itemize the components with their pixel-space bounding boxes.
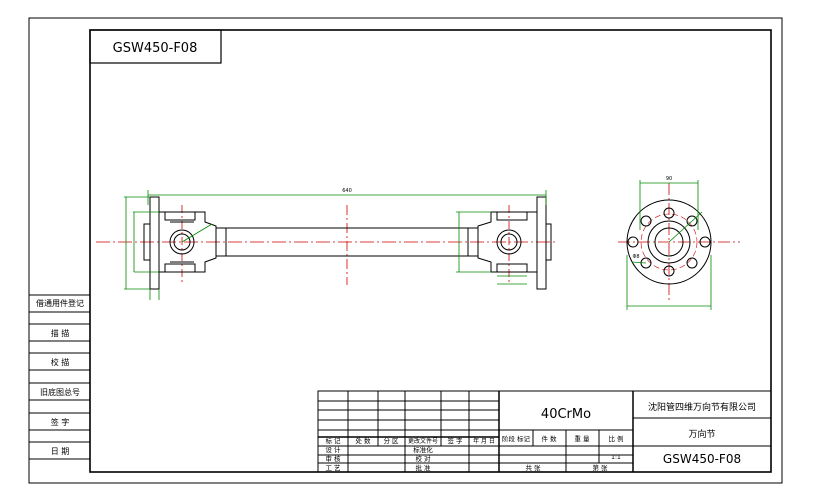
dim-flange-diameter: 90 (666, 176, 672, 182)
title-block-labels: 标 记 处 数 分 区 更改文件号 签 字 年 月 日 设 计 标准化 审 核 … (325, 401, 756, 472)
tb-stage-mark: 阶段 标记 (502, 434, 531, 443)
tb-zone: 分 区 (383, 436, 399, 445)
tb-ymd: 年 月 日 (473, 437, 495, 445)
tb-proof: 校 对 (415, 454, 431, 463)
tb-weight: 重 量 (574, 435, 590, 443)
dimension-lines (124, 190, 547, 300)
shaft-side-view (96, 196, 556, 290)
tb-craft: 工 艺 (325, 464, 341, 472)
tb-scale: 1:1 (611, 454, 621, 461)
tb-sheet-no: 第 张 (592, 463, 608, 472)
drawing-number-top: GSW450-F08 (113, 41, 198, 56)
drawing-number-box: GSW450-F08 (89, 29, 222, 64)
tb-mark: 标 记 (325, 436, 341, 445)
company-name: 沈阳管四维万向节有限公司 (648, 401, 756, 413)
material: 40CrMo (541, 407, 591, 422)
tb-standardize: 标准化 (413, 445, 433, 454)
dim-overall-length: 640 (342, 188, 352, 194)
left-side-panel (29, 294, 90, 460)
dim-bolt-circle: Φ8 (632, 254, 639, 260)
label-proofread: 校 描 (51, 357, 70, 367)
label-trace: 描 描 (51, 328, 70, 338)
left-side-labels: 借通用件登记 描 描 校 描 旧底图总号 签 字 日 期 (36, 298, 84, 456)
tb-design: 设 计 (325, 445, 341, 454)
tb-total-sheets: 共 张 (525, 463, 541, 472)
flange-dimensions (626, 180, 712, 310)
drawing-number: GSW450-F08 (663, 452, 741, 466)
tb-qty: 件 数 (541, 434, 557, 443)
label-old-drawing-no: 旧底图总号 (40, 387, 80, 397)
tb-change-doc: 更改文件号 (408, 437, 438, 445)
flange-end-view (618, 183, 740, 302)
tb-sign: 签 字 (447, 436, 463, 445)
outer-frame (28, 17, 783, 484)
tb-ratio: 比 例 (608, 434, 623, 443)
part-name: 万向节 (688, 428, 715, 440)
label-date: 日 期 (51, 447, 70, 456)
tb-approve: 批 准 (415, 463, 431, 472)
label-signature: 签 字 (51, 417, 70, 427)
tb-audit: 审 核 (325, 454, 341, 463)
title-block-grid (317, 390, 772, 473)
tb-count: 处 数 (355, 436, 371, 445)
label-general-reg: 借通用件登记 (36, 298, 84, 308)
